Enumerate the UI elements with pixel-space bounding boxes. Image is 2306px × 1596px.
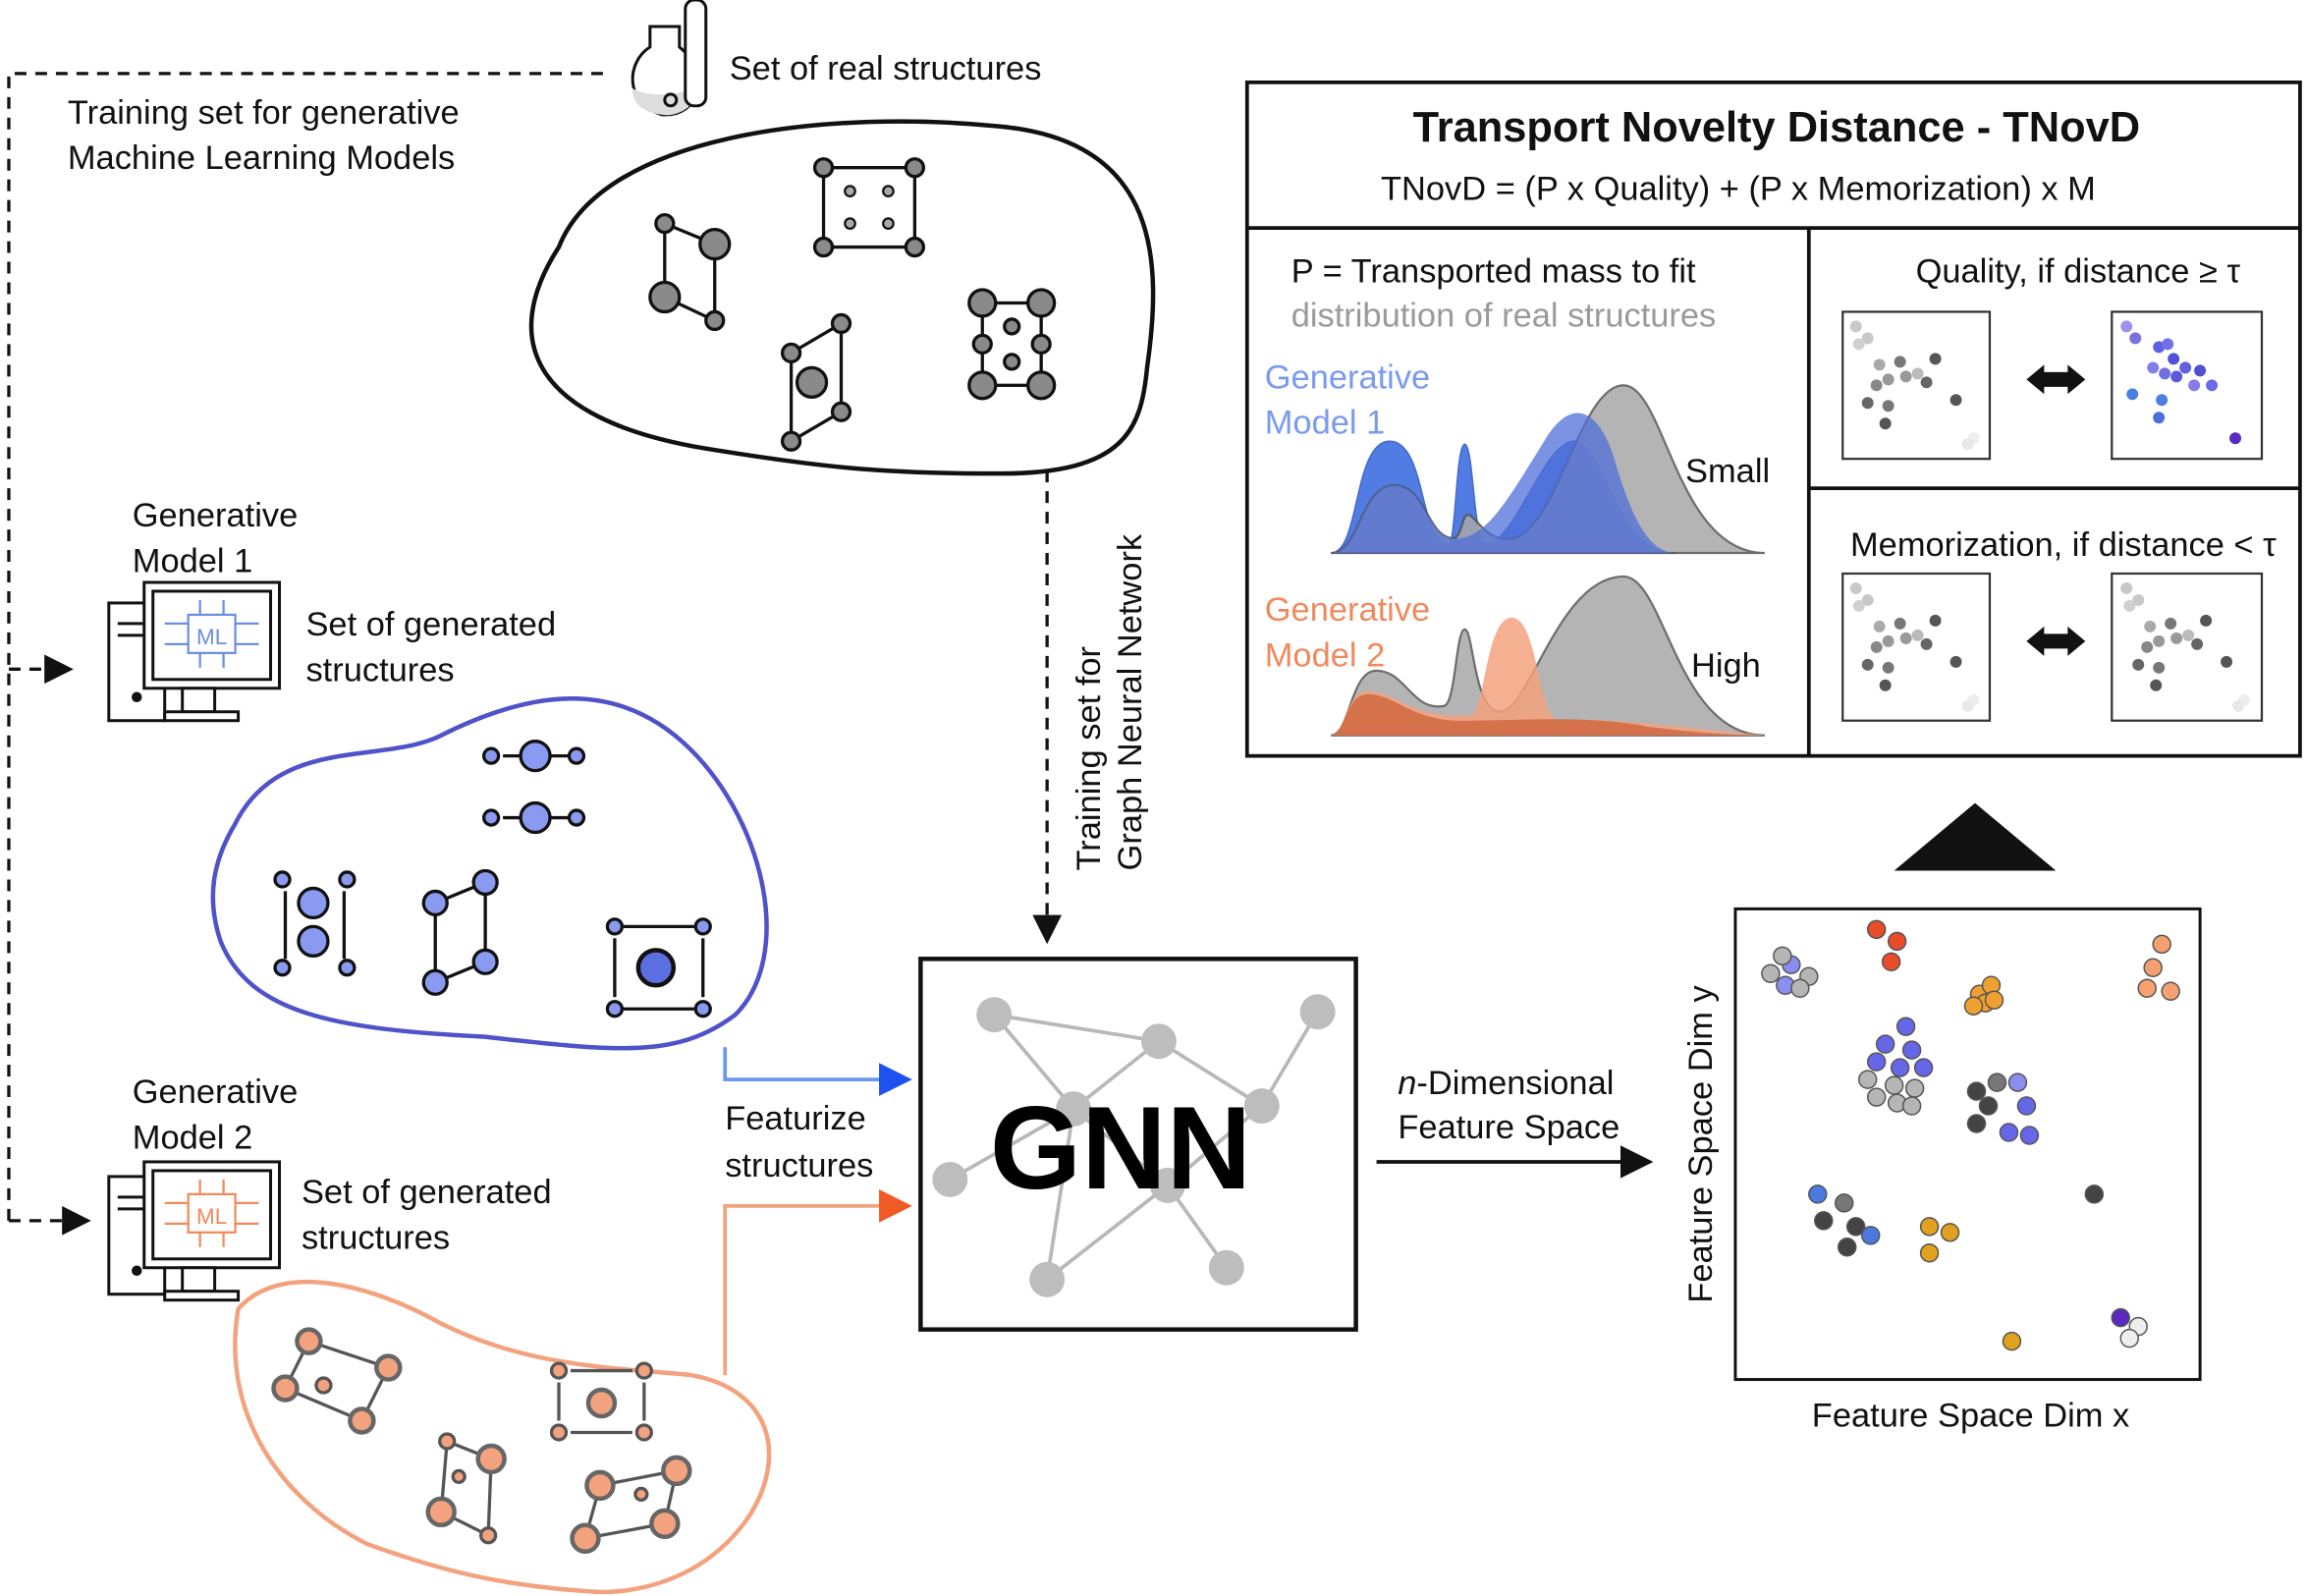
real-set-label: Set of real structures: [730, 50, 1042, 87]
real-structure-1: [648, 212, 732, 332]
model2-value: High: [1691, 647, 1761, 685]
model1-structure-3: [421, 868, 499, 996]
tnovd-title: Transport Novelty Distance - TNovD: [1413, 104, 2140, 151]
model2-distribution-plot: [1330, 575, 1765, 737]
model1-dist-label-line2: Model 1: [1265, 405, 1386, 442]
real-crystal-structures: [648, 157, 1057, 452]
model2-structure-3: [425, 1432, 507, 1545]
quality-real-points: [1849, 320, 1980, 451]
cluster-amber: [1963, 975, 2004, 1016]
model2-featurize-arrow: [723, 1189, 912, 1376]
cluster-orange-topright: [2137, 934, 2180, 1001]
model1-distribution-plot: [1331, 384, 1765, 555]
model2-title-line2: Model 2: [133, 1119, 253, 1156]
cluster-red: [1866, 919, 1907, 972]
tnovd-formula: TNovD = (P x Quality) + (P x Memorizatio…: [1381, 171, 2096, 208]
model2-crystal-structures: [271, 1327, 692, 1555]
quality-label: Quality, if distance ≥ τ: [1916, 253, 2241, 291]
memorization-compare-arrow-icon: [2026, 626, 2086, 656]
model1-crystal-structures: [273, 740, 712, 1018]
scattered-points: [2002, 1184, 2148, 1351]
cluster-dark-purple-right: [1966, 1073, 2040, 1145]
model2-set-label-line2: structures: [302, 1219, 450, 1256]
model1-title-line1: Generative: [133, 497, 298, 534]
model2-title-line1: Generative: [133, 1073, 298, 1111]
model2-structure-1: [271, 1327, 403, 1435]
p-label-line2: distribution of real structures: [1291, 297, 1717, 334]
feature-space-y-label: Feature Space Dim y: [1682, 984, 1720, 1302]
gnn-graph-network: [932, 994, 1336, 1297]
memorization-generated-points: [2120, 581, 2251, 712]
gnn-training-label-line2: Graph Neural Network: [1112, 533, 1149, 870]
p-label-line1: P = Transported mass to fit: [1291, 253, 1696, 291]
training-set-label-line2: Machine Learning Models: [68, 139, 455, 177]
quality-compare-arrow-icon: [2026, 364, 2086, 395]
flask-icon: [631, 0, 708, 117]
feature-space-arrow-label-line1: n-Dimensional: [1398, 1065, 1614, 1102]
cluster-gold-lower: [1919, 1217, 1960, 1263]
training-set-label-line1: Training set for generative: [68, 94, 460, 132]
model2-structures-blob: [233, 1280, 772, 1595]
feature-space-clusters: [1761, 919, 2180, 1351]
cluster-blue-gray-center: [1857, 1017, 1934, 1116]
dimensional-text: -Dimensional: [1416, 1065, 1614, 1102]
model1-featurize-arrow: [723, 1047, 912, 1096]
model1-structure-1: [481, 740, 586, 835]
feature-space-x-label: Feature Space Dim x: [1812, 1397, 2129, 1434]
featurize-label-line2: structures: [725, 1147, 873, 1184]
model1-dist-label-line1: Generative: [1265, 358, 1430, 396]
up-triangle-icon: [1894, 802, 2057, 871]
n-italic: n: [1398, 1065, 1416, 1102]
cluster-gray-blue-topleft: [1761, 946, 1819, 998]
model2-dist-label-line1: Generative: [1265, 591, 1430, 629]
model2-structure-2: [549, 1361, 653, 1442]
real-structure-2: [812, 157, 926, 258]
model1-structure-4: [605, 917, 712, 1018]
model2-set-label-line1: Set of generated: [302, 1174, 552, 1211]
model2-dist-label-line2: Model 2: [1265, 636, 1386, 674]
gnn-training-label: Training set for Graph Neural Network: [1071, 533, 1149, 870]
ml-chip-label-model1: ML: [196, 625, 227, 649]
gnn-training-label-line1: Training set for: [1071, 646, 1108, 870]
computer-icon-model1: ML: [107, 580, 282, 723]
model1-set-label-line1: Set of generated: [305, 606, 556, 643]
model2-structure-4: [570, 1455, 692, 1555]
model1-value: Small: [1685, 453, 1770, 490]
memorization-real-points: [1849, 581, 1980, 712]
feature-space-plot: [1733, 907, 2202, 1382]
cluster-dark-blue-lowerleft: [1808, 1184, 1881, 1257]
gnn-label: GNN: [990, 1083, 1251, 1214]
featurize-label-line1: Featurize: [725, 1100, 866, 1137]
ml-chip-label-model2: ML: [196, 1204, 227, 1229]
memorization-label: Memorization, if distance < τ: [1850, 526, 2277, 564]
model1-title-line2: Model 1: [133, 542, 253, 579]
feature-space-arrow-label-line2: Feature Space: [1398, 1109, 1620, 1146]
real-structure-3: [780, 312, 852, 452]
model1-set-label-line2: structures: [305, 651, 454, 688]
training-dashed-connector: [7, 72, 603, 1236]
quality-generated-points: [2120, 320, 2242, 445]
model1-structure-2: [273, 870, 357, 977]
real-structure-4: [967, 288, 1057, 401]
computer-icon-model2: ML: [107, 1160, 282, 1302]
